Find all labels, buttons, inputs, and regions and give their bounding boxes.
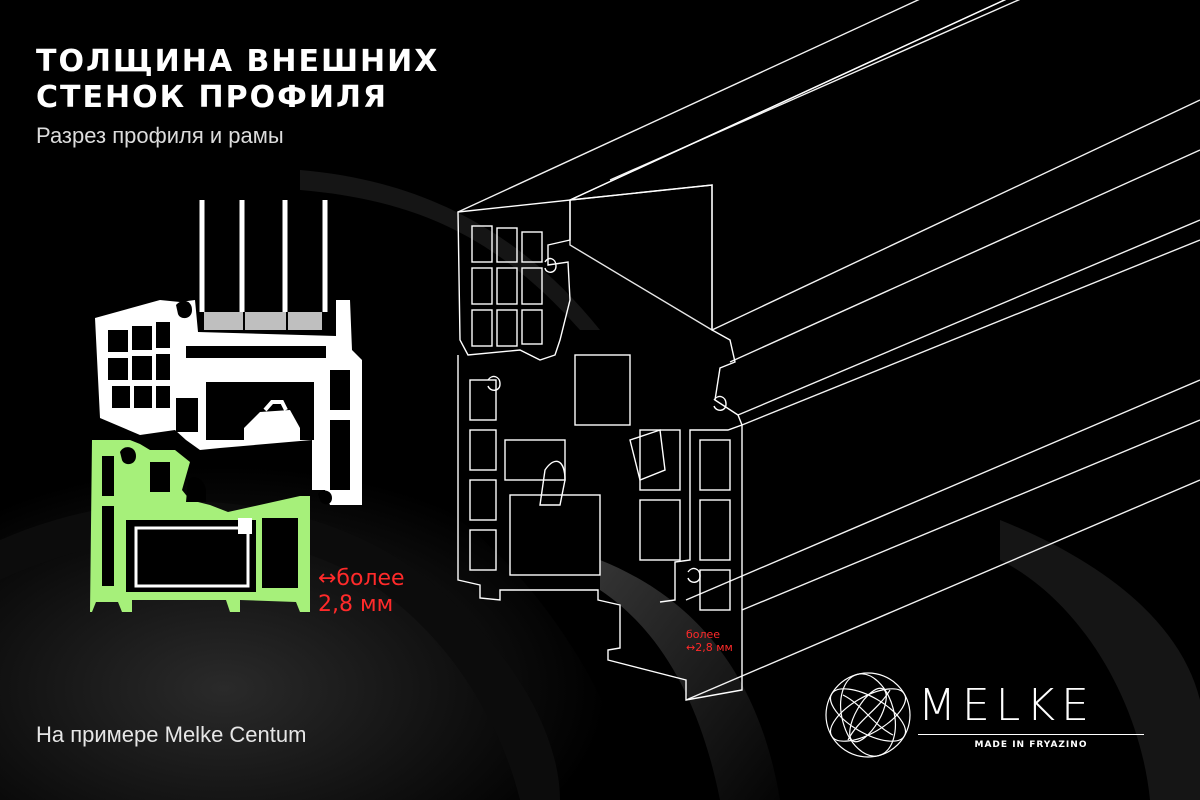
glass-unit bbox=[199, 200, 328, 312]
glass-block bbox=[569, 0, 1007, 332]
frame-outline bbox=[457, 355, 743, 701]
heading: ТОЛЩИНА ВНЕШНИХ СТЕНОК ПРОФИЛЯ bbox=[36, 44, 496, 116]
dimension-small: более ↔2,8 мм bbox=[686, 628, 733, 654]
dimension-small-value: ↔2,8 мм bbox=[686, 641, 733, 654]
dimension-small-prefix: более bbox=[686, 628, 721, 641]
frame-section-highlight bbox=[90, 440, 310, 612]
heading-line-2: СТЕНОК ПРОФИЛЯ bbox=[36, 80, 389, 115]
dimension-main: ↔более 2,8 мм bbox=[318, 566, 405, 618]
subtitle: Разрез профиля и рамы bbox=[36, 123, 284, 148]
footnote: На примере Melke Centum bbox=[36, 722, 307, 747]
frame-chambers bbox=[469, 354, 731, 611]
brand-divider bbox=[918, 734, 1144, 735]
upper-chambers bbox=[471, 225, 543, 347]
brand-tagline: MADE IN FRYAZINO bbox=[974, 740, 1088, 750]
spacer-bar bbox=[204, 312, 322, 330]
dimension-main-prefix: ↔более bbox=[318, 566, 405, 591]
sash-section bbox=[95, 300, 362, 505]
brand-name: MELKE bbox=[918, 680, 1095, 731]
dimension-main-value: 2,8 мм bbox=[318, 592, 394, 617]
heading-line-1: ТОЛЩИНА ВНЕШНИХ bbox=[36, 44, 440, 79]
upper-sash-outline bbox=[457, 199, 571, 361]
seal-hooks bbox=[487, 257, 727, 583]
melke-logo-icon bbox=[825, 672, 911, 758]
